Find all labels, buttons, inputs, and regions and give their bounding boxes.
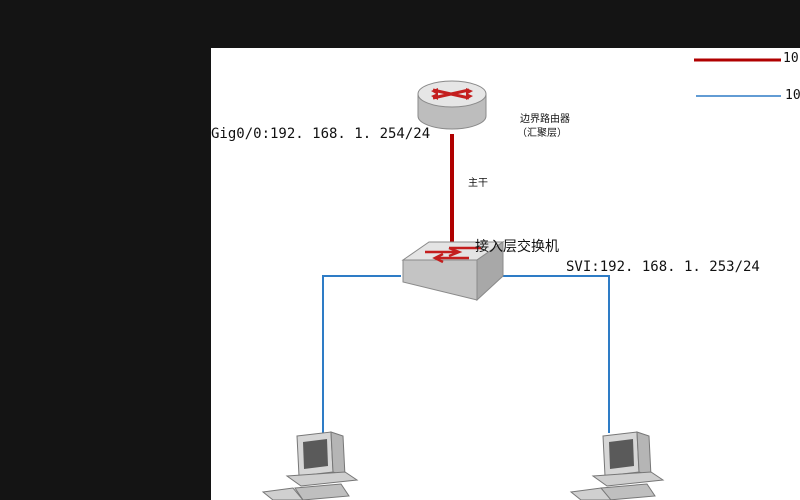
router-interface-label: Gig0/0:192. 168. 1. 254/24 <box>211 126 431 142</box>
access-link-right <box>503 275 610 433</box>
legend-blue-label: 10 <box>785 88 800 103</box>
topology-drawing <box>261 58 781 500</box>
pc-right-icon <box>569 431 665 500</box>
switch-svi-label: SVI:192. 168. 1. 253/24 <box>566 259 760 275</box>
access-link-left <box>322 275 401 433</box>
trunk-label: 主干 <box>468 178 488 189</box>
legend-red-label: 10 <box>783 51 799 66</box>
router-icon <box>417 80 487 130</box>
router-layer-label: （汇聚层） <box>517 128 567 139</box>
pc-left-icon <box>261 431 359 500</box>
switch-icon <box>401 241 505 302</box>
switch-name-label: 接入层交换机 <box>475 239 559 255</box>
diagram-canvas: Gig0/0:192. 168. 1. 254/24 边界路由器 （汇聚层） 主… <box>211 48 800 500</box>
router-name-label: 边界路由器 <box>520 114 570 125</box>
